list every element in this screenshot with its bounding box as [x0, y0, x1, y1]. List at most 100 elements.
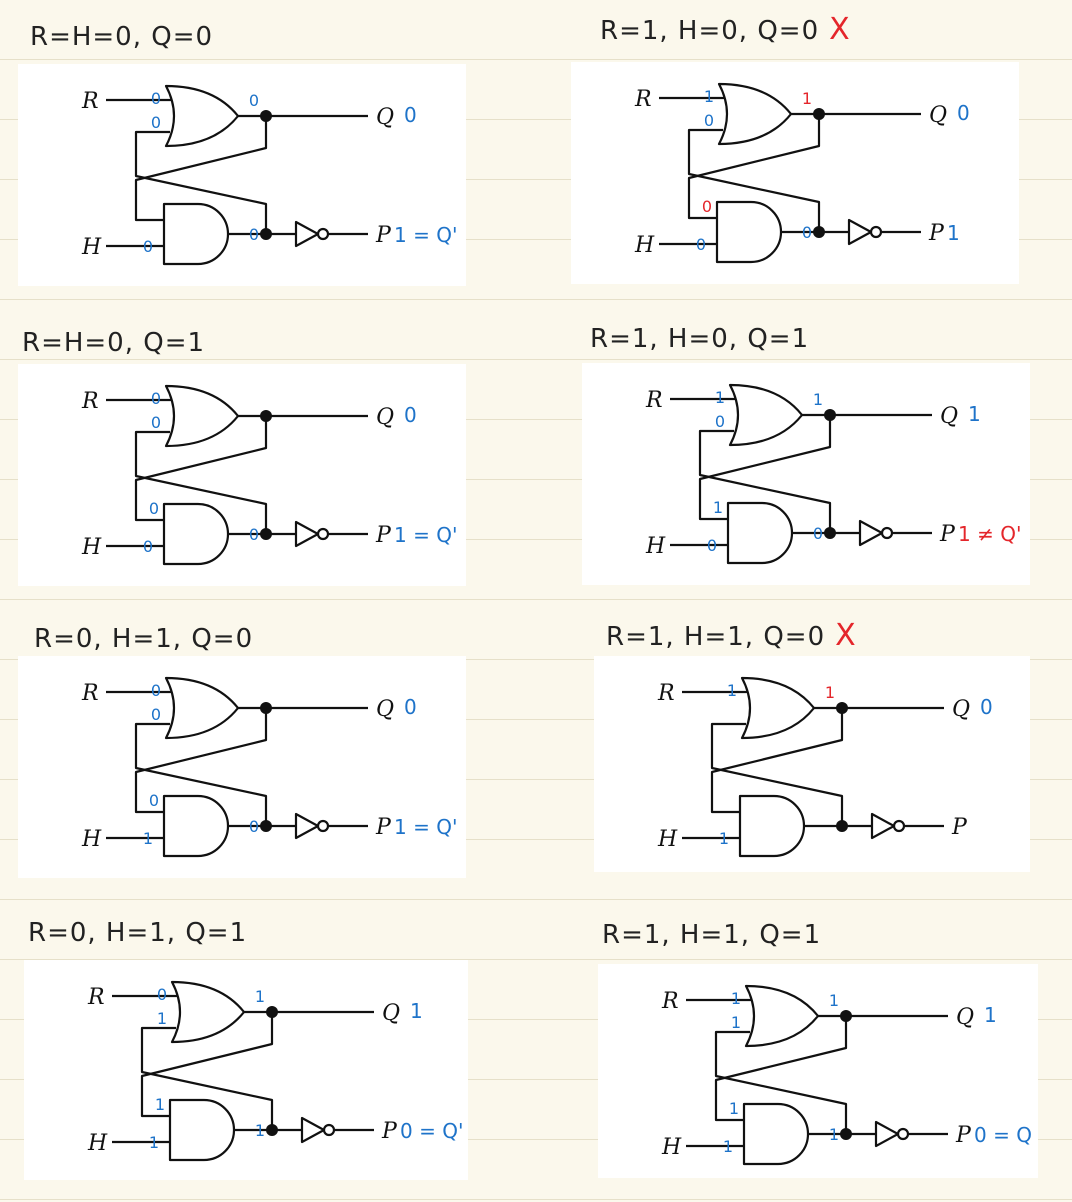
and-gate — [162, 502, 230, 566]
junction-dot — [840, 1010, 852, 1022]
r-input-label: R — [661, 989, 679, 1014]
and-out-mark: 0 — [249, 817, 259, 836]
q-mark: 0 — [249, 91, 259, 110]
h-input-label: H — [87, 1131, 108, 1156]
inverter-bubble — [316, 819, 330, 833]
or-feedback-mark: 0 — [704, 111, 714, 130]
inverter-gate — [294, 812, 320, 840]
case-heading: R=1, H=0, Q=1 — [590, 320, 819, 355]
or-feedback-mark: 0 — [151, 705, 161, 724]
q-value-note: 1 — [984, 1003, 997, 1027]
q-output-label: Q — [956, 1005, 974, 1030]
r-mark: 0 — [151, 389, 161, 408]
p-value-note: 1 = Q' — [394, 223, 457, 247]
p-value-note: 1 = Q' — [394, 815, 457, 839]
r-input-label: R — [645, 388, 663, 413]
q-output-label: Q — [376, 697, 394, 722]
p-feedback-wire — [714, 1030, 848, 1134]
q-value-note: 1 — [968, 402, 981, 426]
wiring — [686, 984, 948, 1166]
case-heading: R=H=0, Q=0 — [30, 18, 223, 53]
q-value-note: 0 — [980, 695, 993, 719]
and-out-mark: 0 — [249, 225, 259, 244]
p-feedback-wire — [134, 130, 268, 234]
p-output-label: P — [951, 815, 968, 840]
p-output-label: P — [375, 523, 392, 548]
h-mark: 0 — [143, 537, 153, 556]
r-mark: 1 — [731, 989, 741, 1008]
wiring — [670, 383, 932, 565]
and-feedback-mark: 0 — [149, 791, 159, 810]
junction-dot — [266, 1006, 278, 1018]
or-gate — [170, 980, 246, 1044]
r-input-label: R — [87, 985, 105, 1010]
inverter-gate — [294, 520, 320, 548]
and-gate — [742, 1102, 810, 1166]
p-value-note: 1 = Q' — [394, 523, 457, 547]
case-heading-text: R=1, H=0, Q=1 — [590, 324, 810, 354]
and-gate — [726, 501, 794, 565]
case-heading-text: R=0, H=1, Q=0 — [34, 624, 254, 654]
or-gate — [717, 82, 793, 146]
p-output-label: P — [928, 221, 945, 246]
r-input-label: R — [81, 89, 99, 114]
case-heading-text: R=0, H=1, Q=1 — [28, 918, 248, 948]
or-feedback-mark: 1 — [731, 1013, 741, 1032]
p-value-note: 1 — [947, 221, 960, 245]
h-input-label: H — [645, 534, 666, 559]
q-feedback-wire — [698, 415, 832, 521]
or-feedback-mark: 0 — [151, 413, 161, 432]
junction-dot — [260, 110, 272, 122]
wiring — [659, 82, 921, 264]
inverter-gate — [300, 1116, 326, 1144]
h-input-label: H — [81, 235, 102, 260]
h-input-label: H — [81, 827, 102, 852]
p-value-note: 0 = Q' — [400, 1119, 463, 1143]
case-heading: R=H=0, Q=1 — [22, 324, 215, 359]
and-feedback-mark: 1 — [729, 1099, 739, 1118]
case-heading-text: R=1, H=1, Q=0 — [606, 622, 826, 652]
or-gate — [164, 676, 240, 740]
q-mark: 1 — [255, 987, 265, 1006]
p-output-label: P — [381, 1119, 398, 1144]
p-value-note: 1 ≠ Q' — [958, 522, 1021, 546]
r-mark: 1 — [727, 681, 737, 700]
inverter-gate — [870, 812, 896, 840]
q-mark: 1 — [825, 683, 835, 702]
inverter-bubble — [892, 819, 906, 833]
wiring — [106, 84, 368, 266]
h-input-label: H — [661, 1135, 682, 1160]
or-gate — [164, 384, 240, 448]
case-invalid-mark: X — [835, 618, 857, 653]
q-feedback-wire — [134, 116, 268, 222]
h-mark: 0 — [707, 536, 717, 555]
and-out-mark: 1 — [829, 1125, 839, 1144]
and-out-mark: 0 — [813, 524, 823, 543]
h-input-label: H — [81, 535, 102, 560]
r-input-label: R — [634, 87, 652, 112]
r-mark: 1 — [715, 388, 725, 407]
inverter-gate — [294, 220, 320, 248]
q-feedback-wire — [134, 416, 268, 522]
junction-dot — [260, 228, 272, 240]
q-output-label: Q — [376, 405, 394, 430]
p-output-label: P — [375, 223, 392, 248]
q-value-note: 0 — [404, 103, 417, 127]
p-feedback-wire — [140, 1026, 274, 1130]
case-heading: R=1, H=1, Q=0 X — [606, 618, 857, 653]
inverter-gate — [858, 519, 884, 547]
and-gate — [162, 202, 230, 266]
q-value-note: 0 — [404, 695, 417, 719]
q-output-label: Q — [940, 404, 958, 429]
q-mark: 1 — [829, 991, 839, 1010]
r-input-label: R — [81, 681, 99, 706]
p-feedback-wire — [134, 722, 268, 826]
